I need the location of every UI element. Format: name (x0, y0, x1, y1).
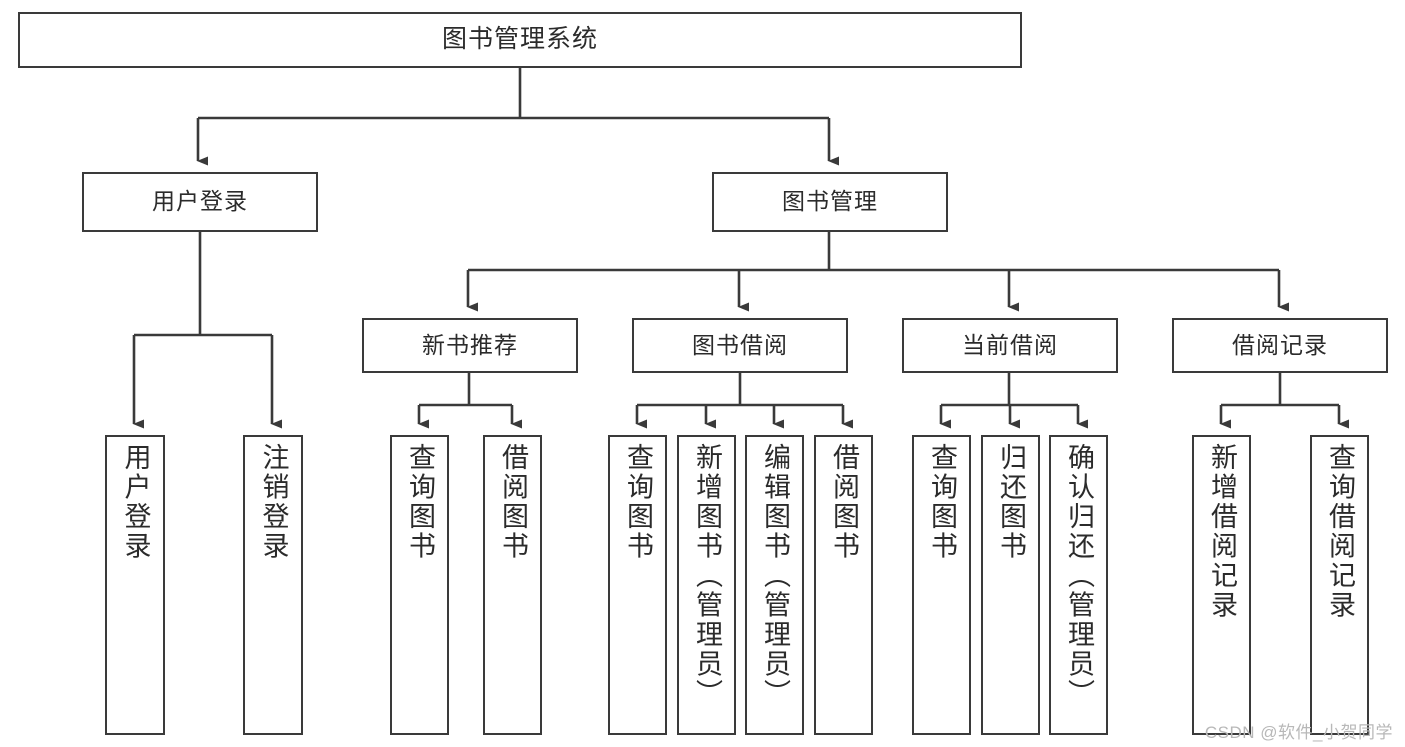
leaf-user-login-logout[interactable]: 注销登录 (243, 435, 303, 735)
node-borrow-record[interactable]: 借阅记录 (1172, 318, 1388, 373)
leaf-current-borrow-confirm-return-admin[interactable]: 确认归还（管理员） (1049, 435, 1108, 735)
node-label: 新书推荐 (422, 331, 518, 358)
node-new-book-recommendation[interactable]: 新书推荐 (362, 318, 578, 373)
node-label: 当前借阅 (962, 331, 1058, 358)
node-label: 图书借阅 (692, 331, 788, 358)
node-label: 借阅图书 (829, 443, 859, 561)
node-label: 查询借阅记录 (1325, 443, 1355, 620)
node-label: 查询图书 (405, 443, 435, 561)
leaf-new-book-query-books[interactable]: 查询图书 (390, 435, 449, 735)
leaf-current-borrow-query-books[interactable]: 查询图书 (912, 435, 971, 735)
leaf-borrow-record-add-record[interactable]: 新增借阅记录 (1192, 435, 1251, 735)
node-label: 归还图书 (996, 443, 1026, 561)
node-label: 新增借阅记录 (1207, 443, 1237, 620)
leaf-book-borrow-edit-book-admin[interactable]: 编辑图书（管理员） (745, 435, 804, 735)
node-label: 编辑图书（管理员） (760, 443, 790, 709)
leaf-book-borrow-add-book-admin[interactable]: 新增图书（管理员） (677, 435, 736, 735)
leaf-borrow-record-query-record[interactable]: 查询借阅记录 (1310, 435, 1369, 735)
node-user-login[interactable]: 用户登录 (82, 172, 318, 232)
node-label: 查询图书 (927, 443, 957, 561)
node-label: 图书管理 (782, 188, 878, 215)
node-label: 借阅记录 (1232, 331, 1328, 358)
leaf-book-borrow-borrow-books[interactable]: 借阅图书 (814, 435, 873, 735)
node-book-borrow[interactable]: 图书借阅 (632, 318, 848, 373)
node-label: 用户登录 (120, 443, 151, 561)
node-label: 确认归还（管理员） (1064, 443, 1094, 709)
node-label: 查询图书 (623, 443, 653, 561)
watermark-text: CSDN @软件_小贺同学 (1204, 723, 1393, 742)
node-book-management[interactable]: 图书管理 (712, 172, 948, 232)
node-root-book-management-system[interactable]: 图书管理系统 (18, 12, 1022, 68)
leaf-current-borrow-return-books[interactable]: 归还图书 (981, 435, 1040, 735)
node-label: 用户登录 (152, 188, 248, 215)
node-label: 借阅图书 (498, 443, 528, 561)
node-label: 注销登录 (258, 443, 289, 561)
leaf-new-book-borrow-books[interactable]: 借阅图书 (483, 435, 542, 735)
leaf-user-login-login[interactable]: 用户登录 (105, 435, 165, 735)
leaf-book-borrow-query-books[interactable]: 查询图书 (608, 435, 667, 735)
node-label: 图书管理系统 (441, 25, 598, 54)
node-label: 新增图书（管理员） (692, 443, 722, 709)
node-current-borrow[interactable]: 当前借阅 (902, 318, 1118, 373)
